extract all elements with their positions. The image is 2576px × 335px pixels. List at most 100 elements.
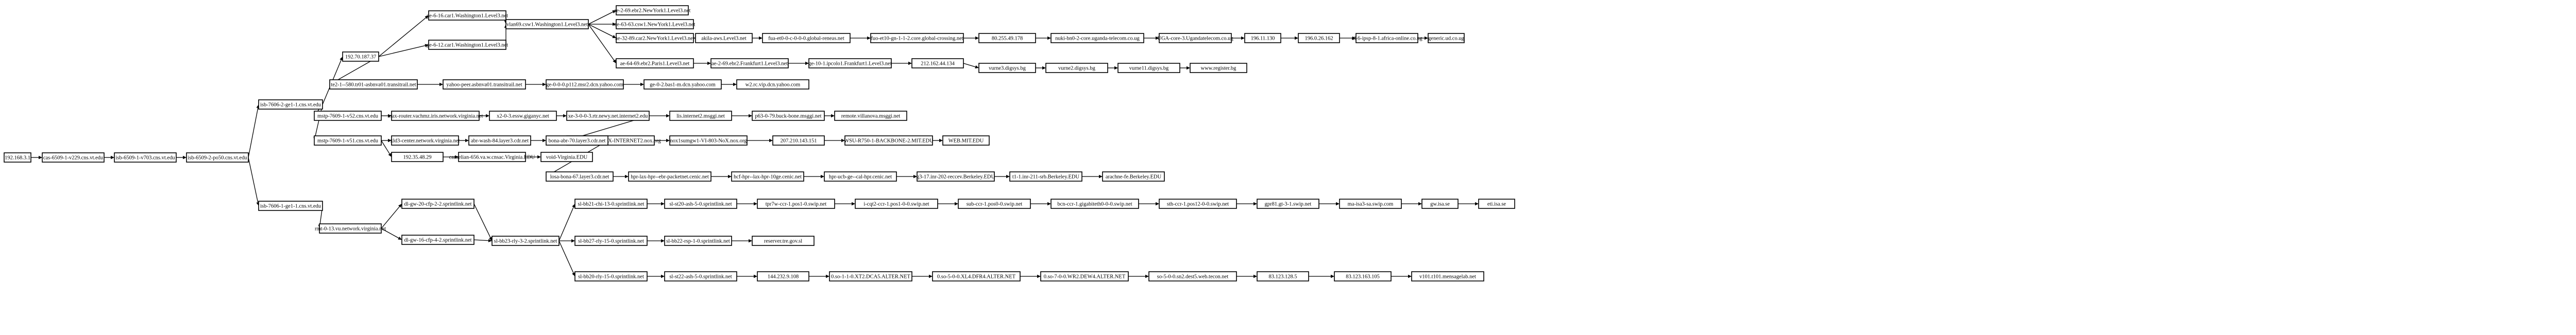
arrowhead xyxy=(1037,274,1041,278)
edge-line xyxy=(381,140,390,154)
host-box xyxy=(616,33,694,43)
host-box xyxy=(458,152,526,162)
host-box xyxy=(844,135,933,146)
host-node: 0.so-1-1-0.XT2.DCA5.ALTER.NET xyxy=(829,271,912,281)
route-edge xyxy=(1036,36,1051,40)
host-label: isb-7606-2-ge1-1.cns.vt.edu xyxy=(260,102,321,108)
arrowhead xyxy=(572,272,575,276)
host-node: 192.35.48.29 xyxy=(391,152,444,162)
host-node: 196.11.130 xyxy=(1244,33,1281,43)
route-edge xyxy=(381,140,392,157)
route-edge xyxy=(1319,202,1340,206)
route-edge xyxy=(459,138,469,143)
host-label: WSU-R750-1-BACKBONE-2.MIT.EDU xyxy=(844,138,934,144)
arrowhead xyxy=(537,155,541,159)
host-node: fua-et0-0-c-0-0-0.global-reneas.net xyxy=(762,33,851,43)
host-box xyxy=(401,199,474,209)
host-label: sl-bb23-rly-3-2.sprintlink.net xyxy=(494,239,557,244)
host-label: void-Virginia.EDU xyxy=(546,155,588,161)
host-node: dl-gw-20-cfp-2-2.sprintlink.net xyxy=(401,199,474,209)
route-edge xyxy=(693,61,711,65)
host-node: isb-7606-2-ge1-1.cns.vt.edu xyxy=(258,99,323,110)
host-node: ge-6-16.car1.Washington1.Level3.net xyxy=(427,10,508,21)
arrowhead xyxy=(489,237,492,241)
route-edge xyxy=(824,114,835,118)
host-label: ge-10-1.ipcolo1.Frankfurt1.Level3.net xyxy=(808,61,892,67)
arrowhead xyxy=(1114,66,1118,70)
edge-line xyxy=(588,11,614,25)
route-edge xyxy=(788,61,809,65)
route-edge xyxy=(1030,202,1051,206)
route-edge xyxy=(891,61,912,65)
host-label: reserver.tre.gov.sl xyxy=(764,239,802,244)
host-node: ae-32-89.car2.NewYork1.Level3.net xyxy=(615,33,694,43)
route-edge xyxy=(809,274,829,278)
host-node: nuki-bn0-2-core.uganda-telecom.co.ug xyxy=(1050,33,1144,43)
host-label: gw.isa.se xyxy=(1430,202,1450,207)
host-box xyxy=(1102,171,1165,182)
host-node: hpr-ucb-ge--cal-hpr.cenic.net xyxy=(824,171,897,182)
host-box xyxy=(574,236,648,246)
host-box xyxy=(855,199,938,209)
route-edge xyxy=(1458,202,1479,206)
host-label: 192.70.187.37 xyxy=(345,55,376,60)
route-edge xyxy=(647,202,665,206)
host-box xyxy=(489,111,557,121)
host-label: eti.isa.se xyxy=(1487,202,1506,207)
host-label: ul-6-ipsp-8-1.africa-online.co.ug xyxy=(1351,36,1422,42)
route-edge xyxy=(711,174,732,179)
arrowhead xyxy=(769,138,773,143)
host-box xyxy=(669,135,748,146)
arrowhead xyxy=(640,82,644,86)
route-edge xyxy=(473,239,492,242)
route-edge xyxy=(835,202,855,206)
host-node: generic.ud.co.ug xyxy=(1428,33,1465,43)
route-edge xyxy=(248,104,260,158)
host-node: gw.isa.se xyxy=(1421,199,1459,209)
host-label: 196.0.26.162 xyxy=(1304,36,1333,42)
host-node: sl-bb23-rly-3-2.sprintlink.net xyxy=(492,236,560,246)
host-node: isb-6509-1-v703.cns.vt.edu xyxy=(114,152,177,163)
host-box xyxy=(834,111,907,121)
arrowhead xyxy=(908,61,912,65)
arrowhead xyxy=(929,274,933,278)
arrowhead xyxy=(821,174,824,179)
host-box xyxy=(752,236,815,246)
arrowhead xyxy=(1145,274,1149,278)
host-label: 192.35.48.29 xyxy=(403,155,431,161)
route-edge xyxy=(588,24,616,38)
host-node: losa-bona-67.layer3.cdr.net xyxy=(546,171,614,182)
host-label: w2.rc.vip.dcn.yahoo.com xyxy=(745,82,800,88)
host-node: isb-6509-2-po50.cns.vt.edu xyxy=(186,152,249,163)
host-box xyxy=(1298,33,1340,43)
route-edge xyxy=(747,138,773,143)
arrowhead xyxy=(1241,36,1245,40)
arrowhead xyxy=(398,204,402,208)
host-label: 80.255.49.178 xyxy=(992,36,1023,42)
arrowhead xyxy=(613,22,616,26)
host-label: generic.ud.co.ug xyxy=(1428,36,1464,42)
arrowhead xyxy=(1047,36,1051,40)
arrowhead xyxy=(455,155,459,159)
host-box xyxy=(1355,33,1418,43)
arrowhead xyxy=(1156,202,1159,206)
host-box xyxy=(443,79,526,90)
host-box xyxy=(391,135,459,146)
route-edge xyxy=(737,202,757,206)
arrowhead xyxy=(831,114,835,118)
host-label: v101.t101.mensagelab.net xyxy=(1419,274,1476,280)
host-box xyxy=(911,58,964,68)
host-node: v101.t101.mensagelab.net xyxy=(1411,271,1484,281)
host-label: ae-63-63.csw1.NewYork1.Level3.net xyxy=(615,22,696,28)
host-label: xld3-center.network.virginia.net xyxy=(391,138,460,144)
host-node: g3-17.inr-202-reccev.Berkeley.EDU xyxy=(917,171,995,182)
edge-line xyxy=(473,203,491,238)
route-edge xyxy=(1391,274,1412,278)
host-node: tpr7w-ccr-1.pos1-0.swip.net xyxy=(757,199,835,209)
host-box xyxy=(428,40,506,50)
host-box xyxy=(1190,63,1247,73)
host-box xyxy=(1117,63,1180,73)
host-node: vlan69.csw1.Washington1.Level3.net xyxy=(505,19,589,29)
route-edge xyxy=(613,174,629,179)
